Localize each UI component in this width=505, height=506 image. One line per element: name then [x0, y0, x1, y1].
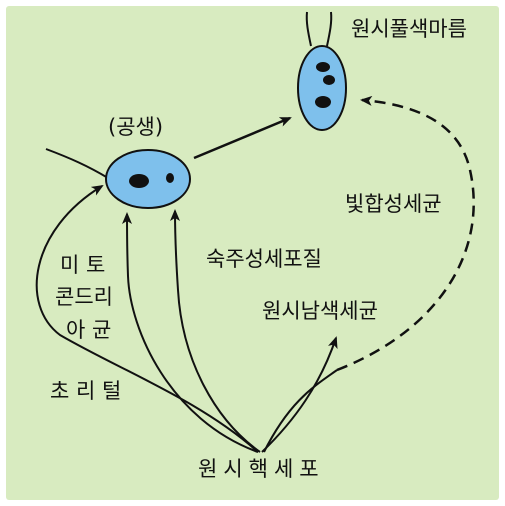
- algae-body: [297, 45, 347, 131]
- label-spirochete: 초 리 털: [50, 379, 122, 403]
- green-algae-cell: [297, 11, 347, 131]
- label-mitochondria-1: 미 토: [60, 253, 106, 277]
- algae-organelle: [315, 96, 331, 108]
- arrow-spirochete: [35, 184, 259, 453]
- algae-flagellum-right: [326, 11, 333, 47]
- arrow-photosynthetic-bacteria: [336, 95, 475, 372]
- label-symbiosis: (공생): [108, 115, 164, 139]
- branch-right: [263, 369, 338, 453]
- label-host-cytoplasm: 숙주성세포질: [206, 247, 322, 271]
- label-primitive-cyanobacteria: 원시남색세균: [262, 299, 378, 323]
- arrow-cyanobacteria: [261, 336, 338, 453]
- label-primitive-green-algae: 원시풀색마름: [351, 17, 467, 41]
- arrow-mitochondria: [122, 212, 259, 453]
- algae-flagellum-left: [305, 11, 312, 47]
- arrow-symbiosis-to-algae: [193, 116, 292, 160]
- symbiosis-organelle: [129, 174, 149, 188]
- symbiosis-organelle: [166, 173, 174, 183]
- algae-organelle: [316, 62, 330, 72]
- label-photosynthetic-bacteria: 빛합성세균: [345, 192, 442, 216]
- algae-organelle: [323, 75, 335, 85]
- label-primitive-nucleated-cell: 원시핵세포: [198, 457, 325, 481]
- symbiosis-cell: [45, 148, 191, 209]
- label-mitochondria-3: 아 균: [66, 318, 112, 342]
- symbiosis-flagellum: [45, 148, 109, 179]
- diagram-canvas: [6, 6, 499, 500]
- arrow-host-cytoplasm: [170, 209, 261, 453]
- label-mitochondria-2: 콘드리: [55, 285, 113, 309]
